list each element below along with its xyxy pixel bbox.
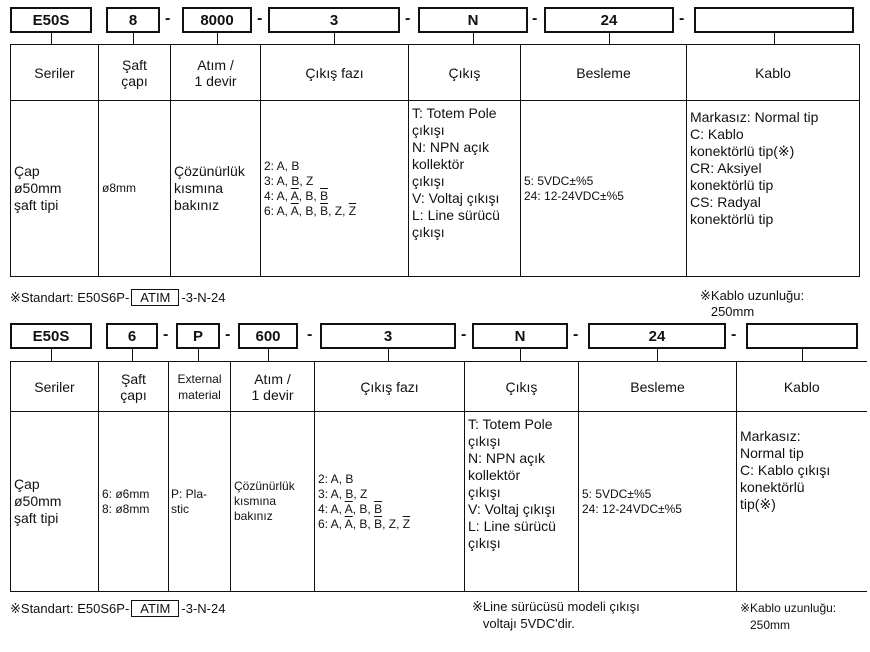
header-saft: Şaft çapı	[98, 361, 169, 412]
header-atim: Atım / 1 devir	[170, 44, 261, 101]
connector	[774, 33, 775, 44]
code2-dash: -	[307, 326, 313, 343]
code1-dash: -	[257, 10, 263, 27]
code2-pulse: 600	[238, 323, 298, 349]
connector	[657, 349, 658, 361]
code1-dash: -	[405, 10, 411, 27]
cell-seriler: Çap ø50mm şaft tipi	[10, 411, 99, 592]
connector	[51, 33, 52, 44]
cell-cikis: T: Totem Pole çıkışı N: NPN açık kollekt…	[408, 100, 521, 277]
code1-supply: 24	[544, 7, 674, 33]
code2-shaft: 6	[106, 323, 158, 349]
atim-box: ATIM	[131, 600, 180, 617]
code1-pulse: 8000	[182, 7, 252, 33]
code2-dash: -	[573, 326, 579, 343]
faz-line: 6: A, A, B, B, Z, Z	[264, 203, 357, 218]
code2-series: E50S	[10, 323, 92, 349]
code2-cable	[746, 323, 858, 349]
cell-kablo: Markasız: Normal tip C: Kablo çıkışı kon…	[736, 411, 867, 592]
cell-kablo: Markasız: Normal tip C: Kablo konektörlü…	[686, 100, 860, 277]
faz-line: 2: A, B	[264, 158, 300, 173]
connector	[198, 349, 199, 361]
connector	[268, 349, 269, 361]
cell-saft: 6: ø6mm 8: ø8mm	[98, 411, 169, 592]
header-besleme: Besleme	[520, 44, 687, 101]
code1-output: N	[418, 7, 528, 33]
connector	[334, 33, 335, 44]
code1-dash: -	[165, 10, 171, 27]
connector	[133, 33, 134, 44]
code1-dash: -	[679, 10, 685, 27]
cell-cikis: T: Totem Pole çıkışı N: NPN açık kollekt…	[464, 411, 579, 592]
code2-material: P	[176, 323, 220, 349]
connector	[51, 349, 52, 361]
code2-dash: -	[731, 326, 737, 343]
cable-note-1: ※Kablo uzunluğu: 250mm	[700, 288, 805, 319]
header-kablo: Kablo	[736, 361, 867, 412]
header-cikis: Çıkış	[408, 44, 521, 101]
faz-line: 4: A, A, B, B	[318, 501, 383, 516]
code2-dash: -	[163, 326, 169, 343]
connector	[609, 33, 610, 44]
header-besleme: Besleme	[578, 361, 737, 412]
code1-series: E50S	[10, 7, 92, 33]
code2-phase: 3	[320, 323, 456, 349]
cell-besleme: 5: 5VDC±%5 24: 12-24VDC±%5	[578, 411, 737, 592]
code2-supply: 24	[588, 323, 726, 349]
header-saft: Şaft çapı	[98, 44, 171, 101]
cell-atim: Çözünürlük kısmına bakınız	[230, 411, 315, 592]
standard-note-2: ※Standart: E50S6P-ATIM-3-N-24	[10, 600, 226, 617]
cell-besleme: 5: 5VDC±%5 24: 12-24VDC±%5	[520, 100, 687, 277]
header-kablo: Kablo	[686, 44, 860, 101]
code1-shaft: 8	[106, 7, 160, 33]
cell-material: P: Pla- stic	[168, 411, 231, 592]
header-atim: Atım / 1 devir	[230, 361, 315, 412]
header-material: External material	[168, 361, 231, 412]
header-seriler: Seriler	[10, 361, 99, 412]
atim-box: ATIM	[131, 289, 180, 306]
connector	[388, 349, 389, 361]
header-cikis: Çıkış	[464, 361, 579, 412]
header-faz: Çıkış fazı	[314, 361, 465, 412]
cell-faz: 2: A, B 3: A, B, Z 4: A, A, B, B 6: A, A…	[260, 100, 409, 277]
cell-saft: ø8mm	[98, 100, 171, 277]
faz-line: 3: A, B, Z	[318, 486, 368, 501]
header-seriler: Seriler	[10, 44, 99, 101]
code2-output: N	[472, 323, 568, 349]
spec-table-2: Seriler Şaft çapı External material Atım…	[10, 361, 867, 592]
connector	[217, 33, 218, 44]
connector	[802, 349, 803, 361]
cell-faz: 2: A, B 3: A, B, Z 4: A, A, B, B 6: A, A…	[314, 411, 465, 592]
standard-note-1: ※Standart: E50S6P-ATIM-3-N-24	[10, 289, 226, 306]
line-driver-note: ※Line sürücüsü modeli çıkışı voltajı 5VD…	[472, 599, 640, 631]
faz-line: 6: A, A, B, B, Z, Z	[318, 516, 411, 531]
code1-phase: 3	[268, 7, 400, 33]
cable-note-2: ※Kablo uzunluğu: 250mm	[740, 601, 837, 632]
spec-table-1: Seriler Şaft çapı Atım / 1 devir Çıkış f…	[10, 44, 860, 277]
cell-atim: Çözünürlük kısmına bakınız	[170, 100, 261, 277]
code2-dash: -	[461, 326, 467, 343]
code1-cable	[694, 7, 854, 33]
cell-seriler: Çap ø50mm şaft tipi	[10, 100, 99, 277]
connector	[473, 33, 474, 44]
connector	[520, 349, 521, 361]
code2-dash: -	[225, 326, 231, 343]
faz-line: 2: A, B	[318, 471, 354, 486]
code1-dash: -	[532, 10, 538, 27]
connector	[132, 349, 133, 361]
faz-line: 3: A, B, Z	[264, 173, 314, 188]
header-faz: Çıkış fazı	[260, 44, 409, 101]
faz-line: 4: A, A, B, B	[264, 188, 329, 203]
